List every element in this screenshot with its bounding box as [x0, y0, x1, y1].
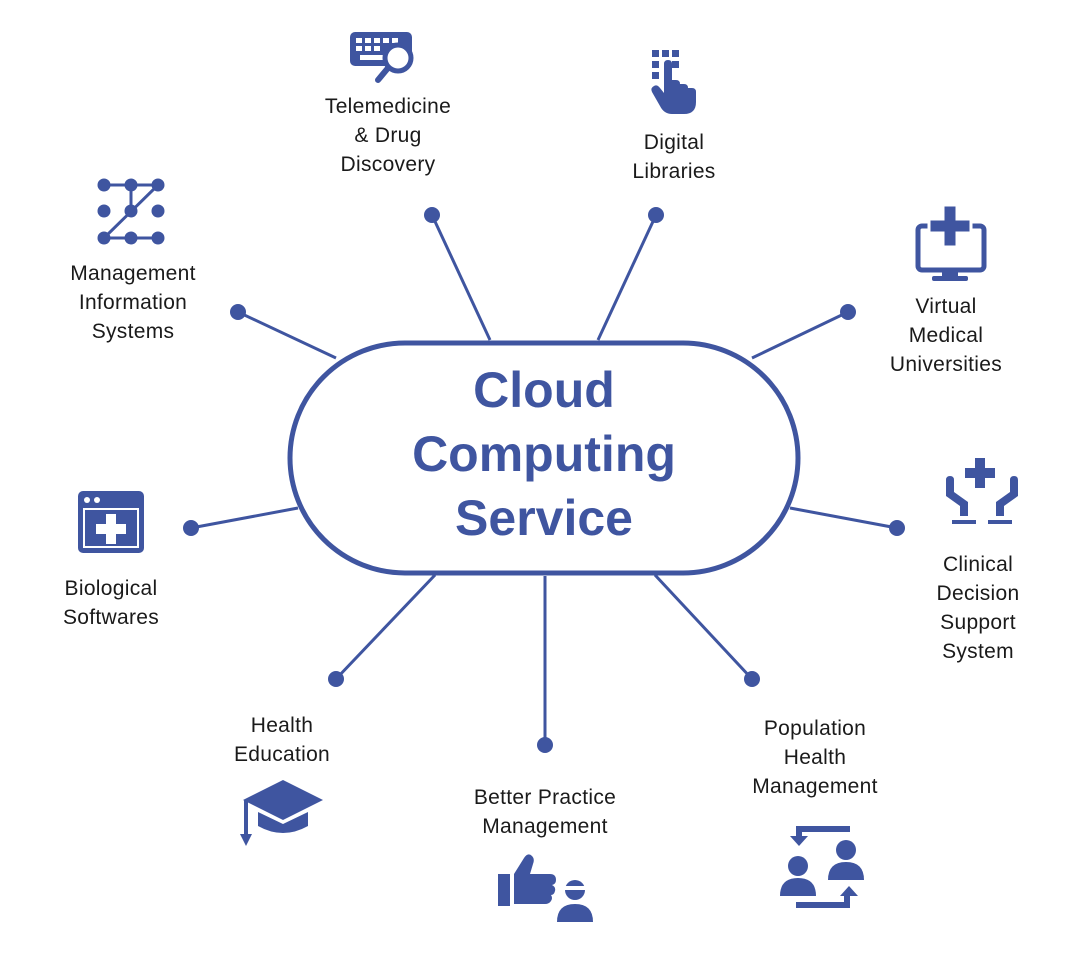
label-management-info-systems: Management Information Systems	[70, 262, 196, 343]
endpoint-dots	[183, 207, 905, 753]
connector-digital-libraries	[596, 214, 658, 341]
connector-health-education	[334, 573, 437, 681]
dot-better-practice	[537, 737, 553, 753]
dot-telemedicine	[424, 207, 440, 223]
dot-health-education	[328, 671, 344, 687]
browser-medical-cross-icon	[78, 491, 144, 553]
label-telemedicine: Telemedicine & Drug Discovery	[324, 95, 452, 176]
monitor-medical-cross-icon	[915, 203, 987, 281]
graduation-cap-icon	[240, 780, 323, 846]
dot-digital-libraries	[648, 207, 664, 223]
dot-population-health	[744, 671, 760, 687]
node-network-icon	[97, 178, 165, 245]
hands-medical-cross-icon	[946, 458, 1018, 524]
connector-virtual-medical-universities	[751, 310, 849, 360]
label-virtual-medical-universities: Virtual Medical Universities	[889, 295, 1003, 376]
thumbs-up-doctor-icon	[498, 854, 593, 922]
keyboard-search-icon	[350, 32, 414, 83]
label-health-education: Health Education	[233, 714, 331, 766]
connector-clinical-decision-support	[789, 506, 898, 530]
connector-telemedicine	[430, 214, 492, 341]
dot-clinical-decision-support	[889, 520, 905, 536]
connector-lines	[190, 214, 898, 745]
label-biological-softwares: Biological Softwares	[62, 577, 160, 629]
label-population-health: Population Health Management	[752, 717, 878, 798]
hub-pill	[287, 340, 801, 576]
label-digital-libraries: Digital Libraries	[632, 131, 716, 183]
dot-biological-softwares	[183, 520, 199, 536]
dot-virtual-medical-universities	[840, 304, 856, 320]
dot-management-info-systems	[230, 304, 246, 320]
touch-keypad-icon	[651, 50, 696, 114]
hub-title: Cloud Computing Service	[412, 362, 676, 546]
label-better-practice: Better Practice Management	[473, 786, 617, 838]
connector-population-health	[653, 573, 754, 681]
connector-biological-softwares	[190, 506, 299, 530]
people-exchange-icon	[780, 826, 864, 908]
connector-management-info-systems	[237, 310, 337, 360]
label-clinical-decision-support: Clinical Decision Support System	[936, 553, 1020, 663]
